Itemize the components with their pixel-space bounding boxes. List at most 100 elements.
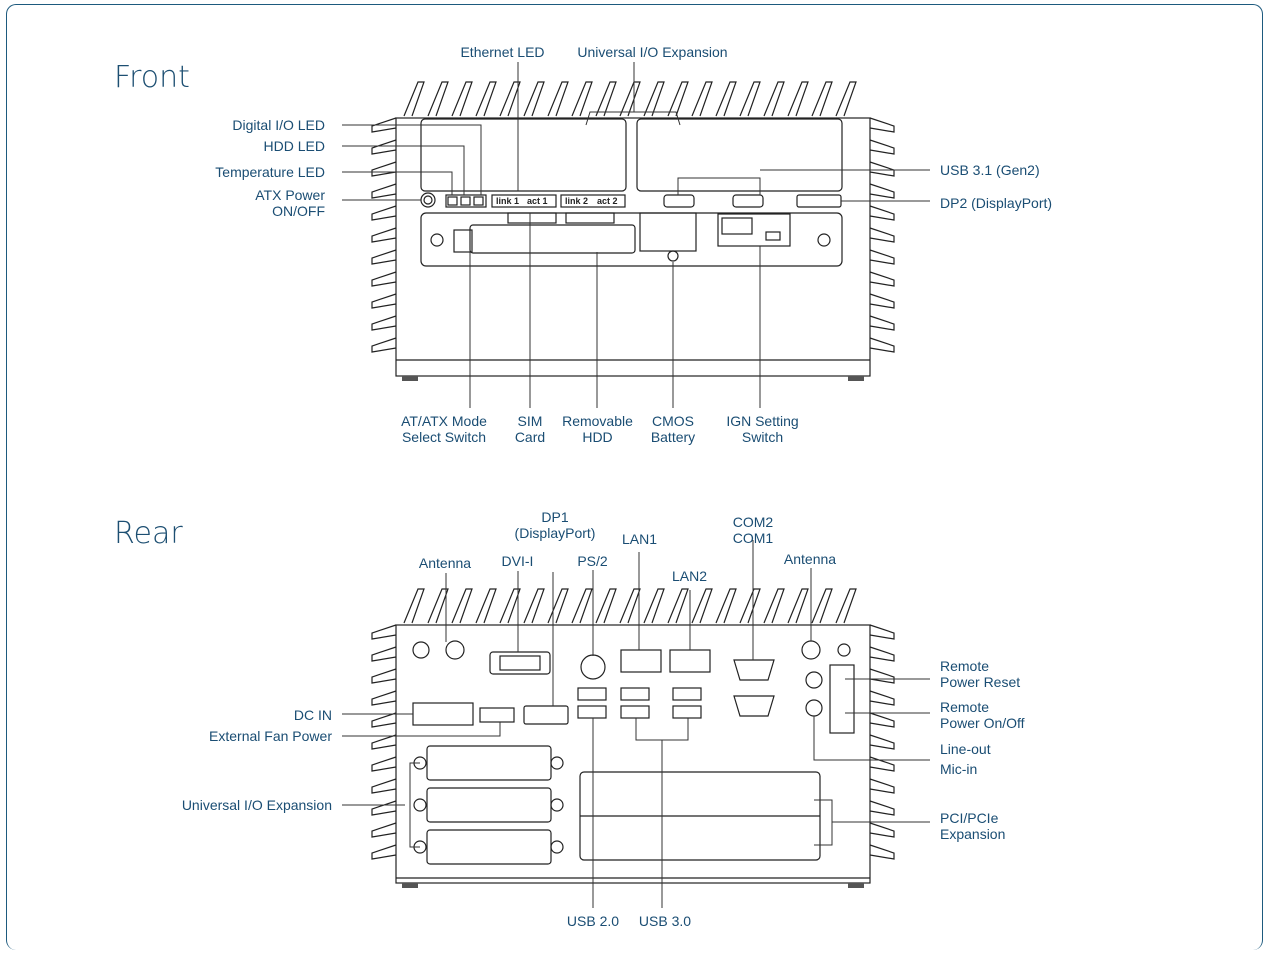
- heatsink-fin: [869, 690, 895, 706]
- heatsink-fin: [571, 588, 593, 624]
- heatsink-fin: [371, 756, 397, 772]
- heatsink-fin: [371, 624, 397, 640]
- heatsink-fin: [869, 139, 895, 155]
- heatsink-fin: [595, 588, 617, 624]
- label-link1: link 1: [496, 196, 520, 206]
- heatsink-fin: [739, 588, 761, 624]
- heatsink-fin: [869, 778, 895, 794]
- label-universal-io: Universal I/O Expansion: [181, 797, 332, 813]
- heatsink-fin: [835, 588, 857, 624]
- heatsink-fin: [787, 588, 809, 624]
- heatsink-fin: [523, 81, 545, 117]
- heatsink-fin: [619, 588, 641, 624]
- heatsink-fin: [371, 646, 397, 662]
- heatsink-fin: [475, 588, 497, 624]
- label-cmos-battery: CMOS Battery: [650, 413, 696, 445]
- heatsink-fin: [691, 588, 713, 624]
- heatsink-fin: [427, 588, 449, 624]
- label-at-atx-mode: AT/ATX Mode Select Switch: [401, 413, 487, 445]
- heatsink-fin: [371, 161, 397, 177]
- heatsink-fin: [811, 81, 833, 117]
- heatsink-fin: [371, 271, 397, 287]
- heatsink-fin: [371, 293, 397, 309]
- heatsink-fin: [619, 81, 641, 117]
- heatsink-fin: [869, 161, 895, 177]
- heatsink-fin: [643, 588, 665, 624]
- label-ign-setting: IGN Setting Switch: [726, 413, 799, 445]
- heatsink-fin: [371, 712, 397, 728]
- heatsink-fin: [869, 734, 895, 750]
- heatsink-fin: [869, 249, 895, 265]
- label-link2: link 2: [565, 196, 589, 206]
- heatsink-fin: [763, 588, 785, 624]
- label-removable-hdd: Removable HDD: [562, 413, 633, 445]
- label-usb31: USB 3.1 (Gen2): [940, 162, 1040, 178]
- heatsink-fin: [371, 183, 397, 199]
- heatsink-fin: [547, 588, 569, 624]
- label-remote-onoff: Remote Power On/Off: [940, 699, 1025, 731]
- heatsink-fin: [547, 81, 569, 117]
- label-usb20: USB 2.0: [566, 913, 620, 929]
- heatsink-fin: [691, 81, 713, 117]
- label-lan1: LAN1: [621, 531, 658, 547]
- heatsink-fin: [869, 205, 895, 221]
- heatsink-fin: [403, 81, 425, 117]
- label-mic-in: Mic-in: [940, 761, 978, 777]
- heatsink-fin: [787, 81, 809, 117]
- label-digital-io-led: Digital I/O LED: [232, 117, 325, 133]
- label-pci: PCI/PCIe Expansion: [940, 810, 1006, 842]
- heatsink-fin: [869, 712, 895, 728]
- label-antenna-right: Antenna: [783, 551, 837, 567]
- heatsink-fin: [869, 756, 895, 772]
- label-lan2: LAN2: [671, 568, 708, 584]
- heatsink-fin: [811, 588, 833, 624]
- label-act1: act 1: [527, 196, 548, 206]
- label-ext-fan: External Fan Power: [209, 728, 332, 744]
- heatsink-fin: [371, 337, 397, 353]
- label-remote-reset: Remote Power Reset: [940, 658, 1021, 690]
- label-dp2: DP2 (DisplayPort): [940, 195, 1053, 211]
- heatsink-fin: [371, 800, 397, 816]
- label-ethernet-led: Ethernet LED: [460, 44, 545, 60]
- heatsink-fin: [571, 81, 593, 117]
- heatsink-fin: [715, 588, 737, 624]
- heatsink-fin: [869, 271, 895, 287]
- heatsink-fin: [499, 81, 521, 117]
- label-act2: act 2: [597, 196, 618, 206]
- heatsink-fin: [371, 690, 397, 706]
- heatsink-fin: [869, 624, 895, 640]
- heatsink-fin: [371, 822, 397, 838]
- heatsink-fin: [403, 588, 425, 624]
- label-dp1: DP1 (DisplayPort): [514, 509, 596, 541]
- heatsink-fin: [523, 588, 545, 624]
- label-universal-io-expansion: Universal I/O Expansion: [577, 44, 728, 60]
- heatsink-fin: [869, 646, 895, 662]
- heatsink-fin: [371, 139, 397, 155]
- heatsink-fin: [371, 844, 397, 860]
- label-usb30: USB 3.0: [638, 913, 692, 929]
- heatsink-fin: [371, 734, 397, 750]
- front-chassis: [395, 117, 871, 381]
- heatsink-fin: [869, 668, 895, 684]
- heatsink-fin: [869, 293, 895, 309]
- heatsink-fin: [451, 588, 473, 624]
- label-line-out: Line-out: [940, 741, 991, 757]
- heatsink-fin: [371, 117, 397, 133]
- heatsink-fin: [371, 249, 397, 265]
- heatsink-fin: [869, 117, 895, 133]
- heatsink-fin: [715, 81, 737, 117]
- heatsink-fin: [869, 822, 895, 838]
- label-com: COM2 COM1: [732, 514, 774, 546]
- heatsink-fin: [835, 81, 857, 117]
- label-atx-power: ATX Power ON/OFF: [255, 187, 325, 219]
- rear-chassis: [395, 624, 871, 888]
- section-title-front: Front: [114, 60, 190, 95]
- heatsink-fin: [427, 81, 449, 117]
- heatsink-fin: [869, 800, 895, 816]
- heatsink-fin: [499, 588, 521, 624]
- heatsink-fin: [869, 315, 895, 331]
- heatsink-fin: [869, 844, 895, 860]
- heatsink-fin: [371, 227, 397, 243]
- heatsink-fin: [371, 315, 397, 331]
